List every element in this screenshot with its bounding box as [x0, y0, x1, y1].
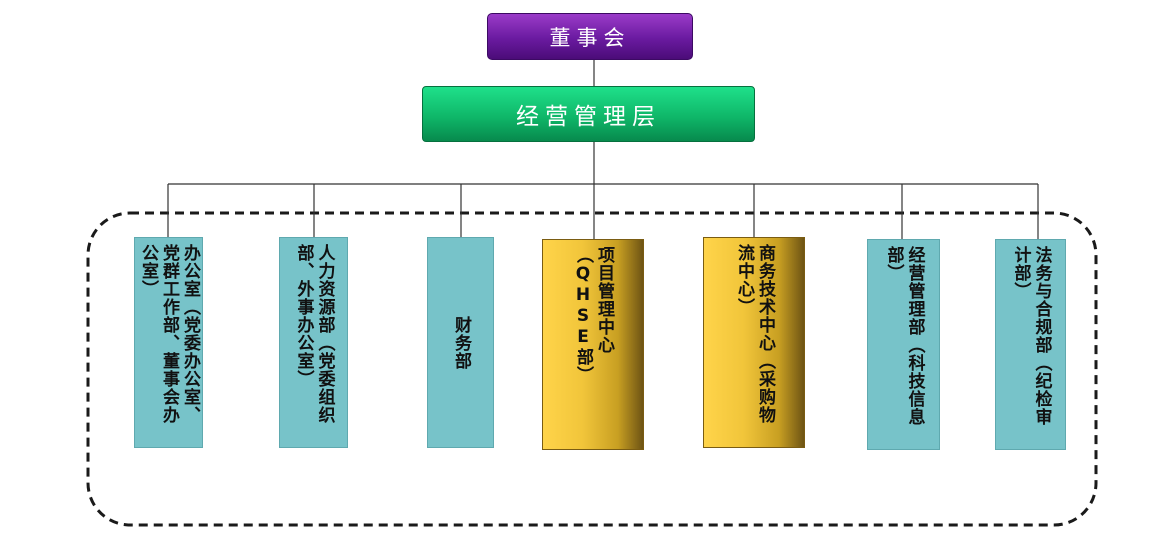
dept-finance-box: 财务部 [427, 237, 494, 448]
dept-hr-box: 人力资源部（党委组织部、外事办公室） [279, 237, 348, 448]
dept-project-center-label: 项目管理中心（QHSE部） [573, 246, 614, 384]
dept-commercial-tech-box: 商务技术中心（采购物流中心） [703, 237, 805, 448]
dept-project-center-box: 项目管理中心（QHSE部） [542, 239, 644, 450]
board-of-directors-label: 董事会 [549, 25, 631, 50]
dept-office-box: 办公室（党委办公室、党群工作部、董事会办公室） [134, 237, 203, 448]
management-layer-label: 经营管理层 [516, 104, 661, 130]
board-of-directors-box: 董事会 [487, 13, 693, 60]
dept-legal-label: 法务与合规部（纪检审计部） [1010, 246, 1052, 426]
dept-office-label: 办公室（党委办公室、党群工作部、董事会办公室） [138, 244, 200, 424]
dept-business-mgmt-box: 经营管理部（科技信息部） [867, 239, 940, 450]
dept-commercial-tech-label: 商务技术中心（采购物流中心） [734, 244, 775, 424]
dept-legal-box: 法务与合规部（纪检审计部） [995, 239, 1066, 450]
dept-business-mgmt-label: 经营管理部（科技信息部） [883, 246, 925, 426]
management-layer-box: 经营管理层 [422, 86, 755, 142]
dept-finance-label: 财务部 [451, 315, 471, 370]
department-group-boundary [86, 211, 1098, 527]
dept-hr-label: 人力资源部（党委组织部、外事办公室） [293, 244, 335, 424]
